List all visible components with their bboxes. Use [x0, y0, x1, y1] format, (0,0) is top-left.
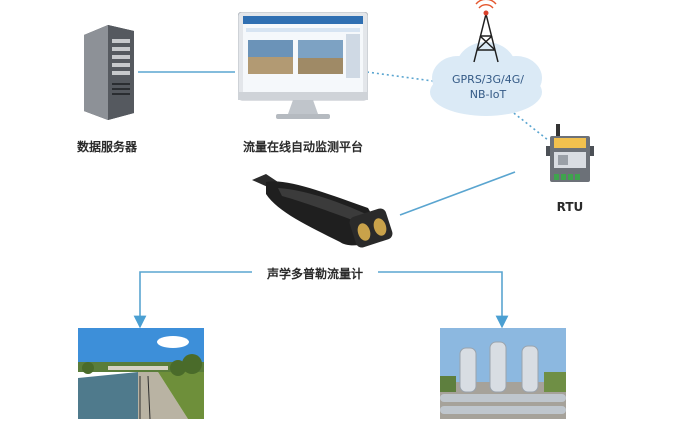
platform-label: 流量在线自动监测平台: [242, 140, 363, 154]
network-label-line1: GPRS/3G/4G/: [452, 73, 524, 86]
meter-label: 声学多普勒流量计: [266, 267, 363, 281]
cloud-rtu-dotted-line: [509, 109, 549, 141]
rtu-device-icon: [546, 124, 594, 186]
cloud-tower-icon: [428, 0, 546, 120]
pipeline-plant-photo: [440, 328, 566, 419]
left-branch-line: [133, 271, 252, 329]
river-channel-photo: [78, 328, 204, 419]
monitor-icon: [237, 11, 369, 122]
rtu-label: RTU: [556, 200, 584, 214]
right-branch-line: [378, 271, 509, 329]
server-label: 数据服务器: [76, 140, 137, 154]
server-icon: [78, 25, 134, 120]
platform-cloud-dotted-line: [366, 71, 441, 83]
network-label-line2: NB-IoT: [469, 88, 507, 101]
meter-rtu-line: [399, 171, 516, 216]
doppler-meter-icon: [248, 172, 396, 252]
